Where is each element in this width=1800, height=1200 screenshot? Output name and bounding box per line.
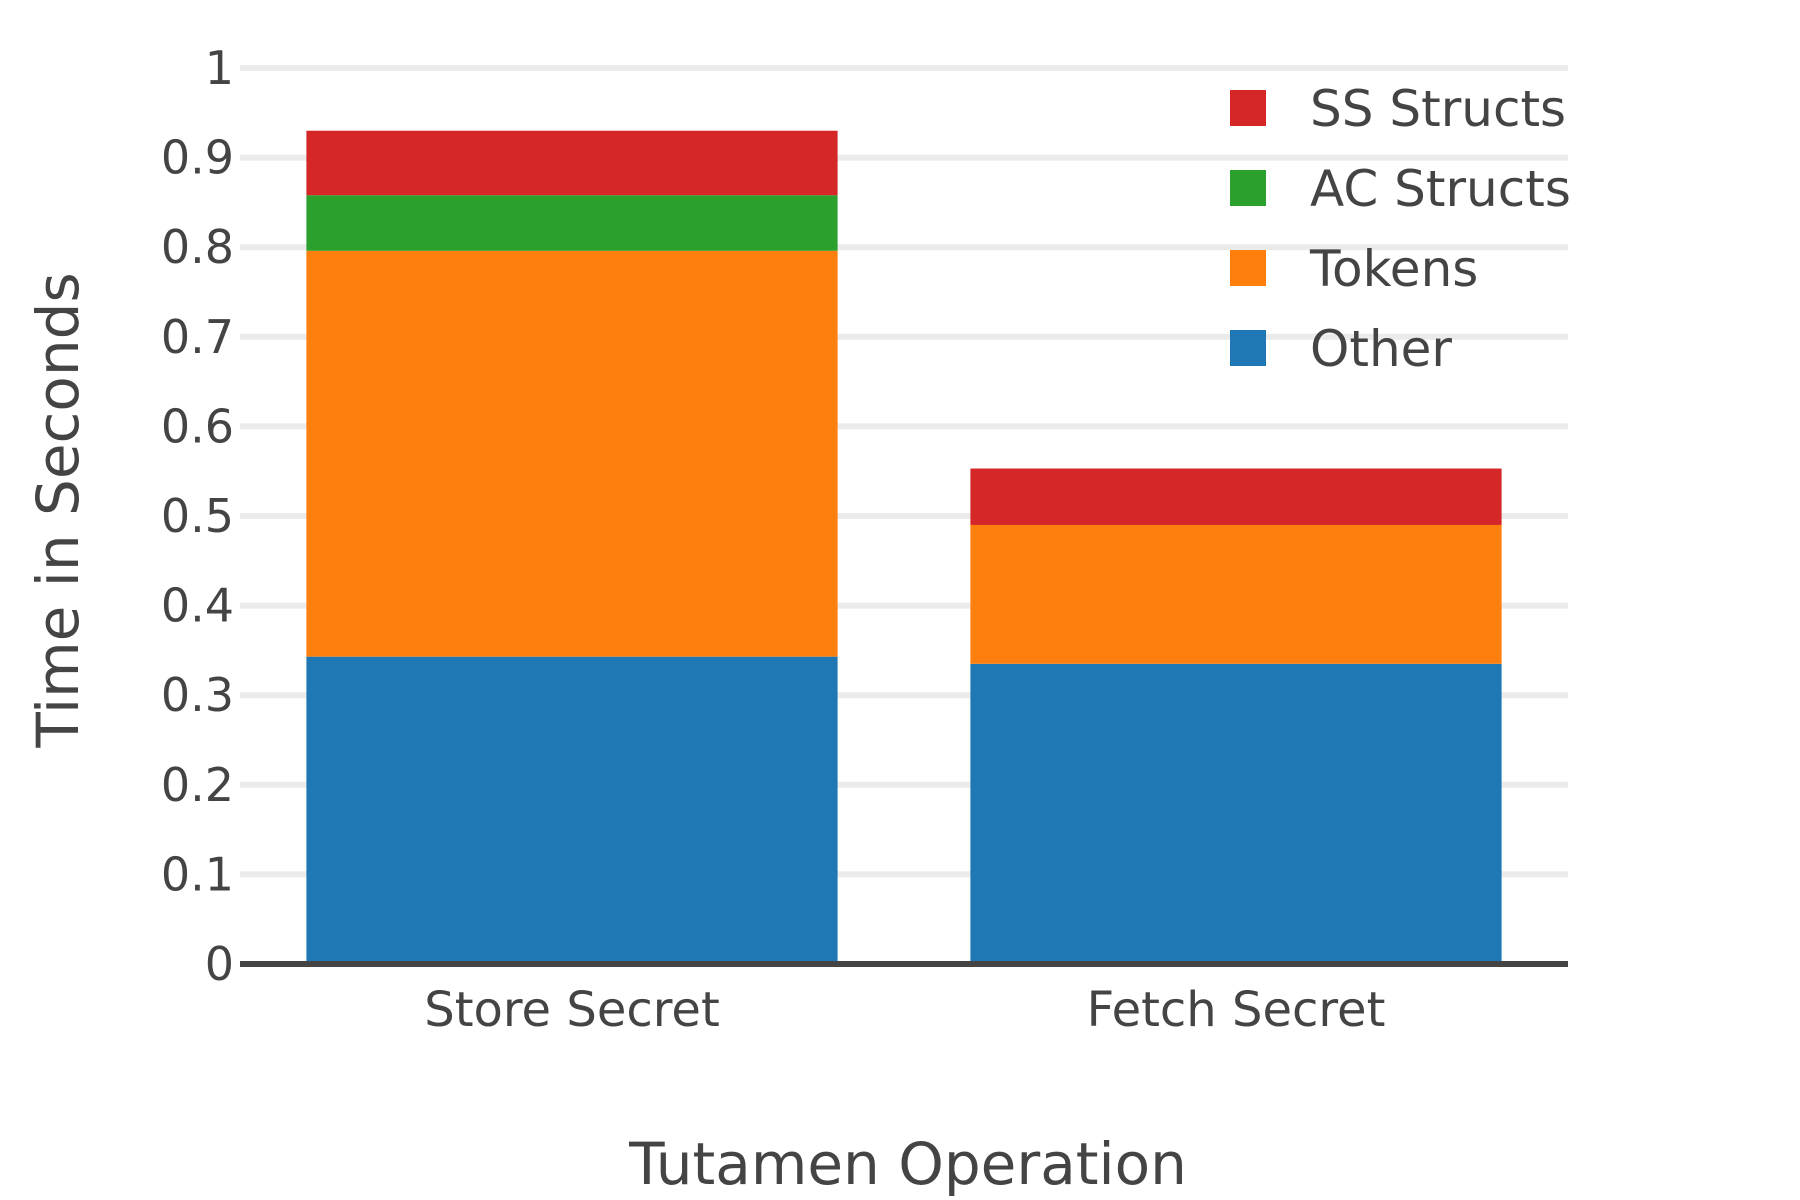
y-tick-labels: 0 0.1 0.2 0.3 0.4 0.5 0.6 0.7 0.8 0.9 1 <box>161 41 234 991</box>
bar-tokens-store-secret <box>306 250 838 657</box>
legend-swatch <box>1230 250 1266 286</box>
legend-label: Tokens <box>1309 240 1478 298</box>
y-tick-label: 0.1 <box>161 847 234 901</box>
bar-other-store-secret <box>306 656 838 964</box>
legend-swatch <box>1230 330 1266 366</box>
y-tick-label: 0.5 <box>161 489 234 543</box>
y-tick-label: 0.4 <box>161 579 234 633</box>
y-tick-label: 0.8 <box>161 220 234 274</box>
legend-label: AC Structs <box>1310 160 1571 218</box>
y-axis-title: Time in Seconds <box>24 272 92 748</box>
y-tick-label: 0 <box>205 937 234 991</box>
y-tick-label: 0.3 <box>161 668 234 722</box>
bar-tokens-fetch-secret <box>970 524 1502 664</box>
y-tick-label: 0.9 <box>161 131 234 185</box>
bar-other-fetch-secret <box>970 663 1502 964</box>
legend-label: SS Structs <box>1310 80 1566 138</box>
bar-ss-structs-fetch-secret <box>970 468 1502 525</box>
x-axis-title: Tutamen Operation <box>628 1130 1187 1198</box>
y-tick-label: 1 <box>205 41 234 95</box>
x-tick-labels: Store Secret Fetch Secret <box>424 982 1385 1038</box>
x-tick-label: Store Secret <box>424 982 720 1038</box>
y-tick-label: 0.6 <box>161 399 234 453</box>
legend-swatch <box>1230 90 1266 126</box>
bar-ac-structs-store-secret <box>306 195 838 251</box>
y-tick-label: 0.2 <box>161 758 234 812</box>
legend-label: Other <box>1310 320 1452 378</box>
bar-ss-structs-store-secret <box>306 130 838 196</box>
x-tick-label: Fetch Secret <box>1087 982 1386 1038</box>
bars <box>306 130 1502 964</box>
y-tick-label: 0.7 <box>161 310 234 364</box>
legend-swatch <box>1230 170 1266 206</box>
